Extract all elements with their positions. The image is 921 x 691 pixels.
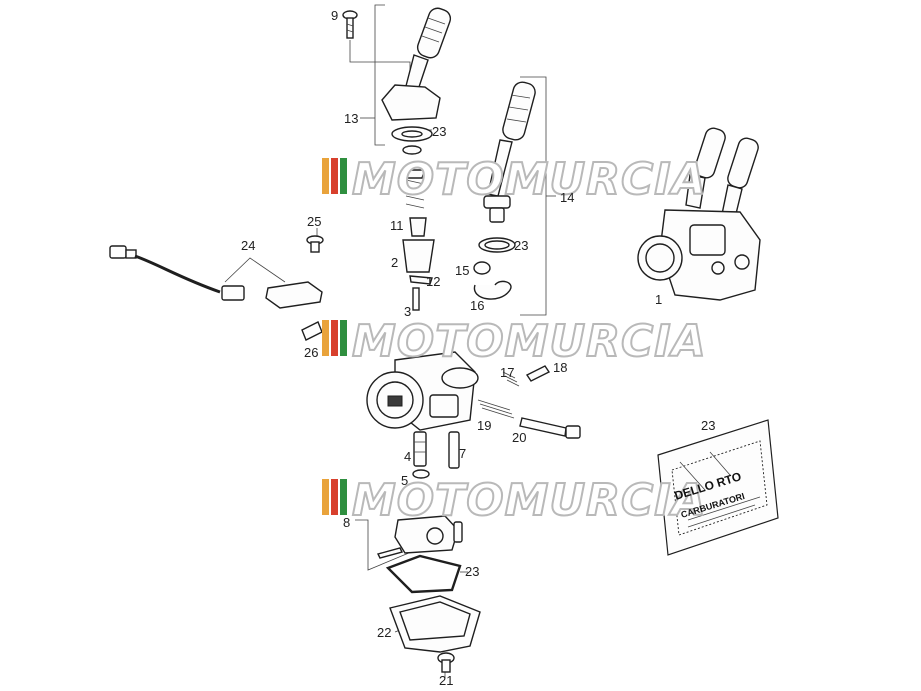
- watermark-row-1: MOTOMURCIA: [322, 153, 707, 206]
- callout-label: 1: [655, 292, 662, 307]
- callout-label: 23: [701, 418, 715, 433]
- callout-label: 3: [404, 304, 411, 319]
- float-8: [376, 515, 463, 559]
- callout-label: 23: [514, 238, 528, 253]
- carburetor-body: [366, 351, 479, 431]
- callout-label: 7: [459, 446, 466, 461]
- bowl-gasket-23: [385, 554, 462, 594]
- watermark-stripe-c: [340, 320, 347, 356]
- choke-cable-14: [473, 81, 536, 300]
- callout-label: 24: [241, 238, 255, 253]
- watermark-stripe-a: [322, 320, 329, 356]
- electric-choke-wire-24: [109, 245, 323, 309]
- watermark-stripe-c: [340, 158, 347, 194]
- callout-label: 17: [500, 365, 514, 380]
- gasket-kit-package-23: [657, 419, 779, 556]
- watermark-stripe-b: [331, 158, 338, 194]
- watermark-row-2: MOTOMURCIA: [322, 315, 707, 368]
- callout-label: 9: [331, 8, 338, 23]
- callout-label: 12: [426, 274, 440, 289]
- callout-label: 19: [477, 418, 491, 433]
- callout-label: 16: [470, 298, 484, 313]
- leader-lines: [224, 4, 556, 678]
- callout-label: 25: [307, 214, 321, 229]
- spring-and-slide: [402, 169, 435, 311]
- callout-label: 18: [553, 360, 567, 375]
- adjust-screws-17-20: [477, 365, 581, 439]
- jets-4-5-7: [412, 431, 460, 479]
- callout-label: 4: [404, 449, 411, 464]
- screw-9: [342, 10, 358, 39]
- callout-label: 5: [401, 473, 408, 488]
- callout-label: 20: [512, 430, 526, 445]
- watermark-row-3: MOTOMURCIA: [322, 474, 707, 527]
- watermark-stripe-b: [331, 479, 338, 515]
- callout-label: 14: [560, 190, 574, 205]
- callout-label: 21: [439, 673, 453, 688]
- float-bowl-22: [389, 595, 481, 653]
- callout-label: 2: [391, 255, 398, 270]
- throttle-cable-cover-13: [381, 7, 452, 155]
- assembled-carburetor-1: [637, 127, 761, 301]
- callout-label: 15: [455, 263, 469, 278]
- watermark: MOTOMURCIA MOTOMURCIA MOTOMURCIA: [322, 153, 707, 527]
- callout-label: 13: [344, 111, 358, 126]
- watermark-text: MOTOMURCIA: [352, 316, 707, 367]
- watermark-text: MOTOMURCIA: [352, 154, 707, 205]
- watermark-text: MOTOMURCIA: [352, 475, 707, 526]
- callout-label: 11: [390, 218, 404, 233]
- callout-label: 23: [465, 564, 479, 579]
- watermark-stripe-c: [340, 479, 347, 515]
- watermark-stripe-a: [322, 479, 329, 515]
- screw-25: [306, 235, 324, 253]
- callout-label: 22: [377, 625, 391, 640]
- screw-21: [437, 652, 455, 673]
- watermark-stripe-a: [322, 158, 329, 194]
- callout-numbers: 9 13 23 14 25 11 23 24 2 15 12 16 1 3 26…: [241, 8, 715, 688]
- callout-label: 23: [432, 124, 446, 139]
- clip-26: [301, 321, 323, 341]
- callout-label: 26: [304, 345, 318, 360]
- callout-label: 8: [343, 515, 350, 530]
- watermark-stripe-b: [331, 320, 338, 356]
